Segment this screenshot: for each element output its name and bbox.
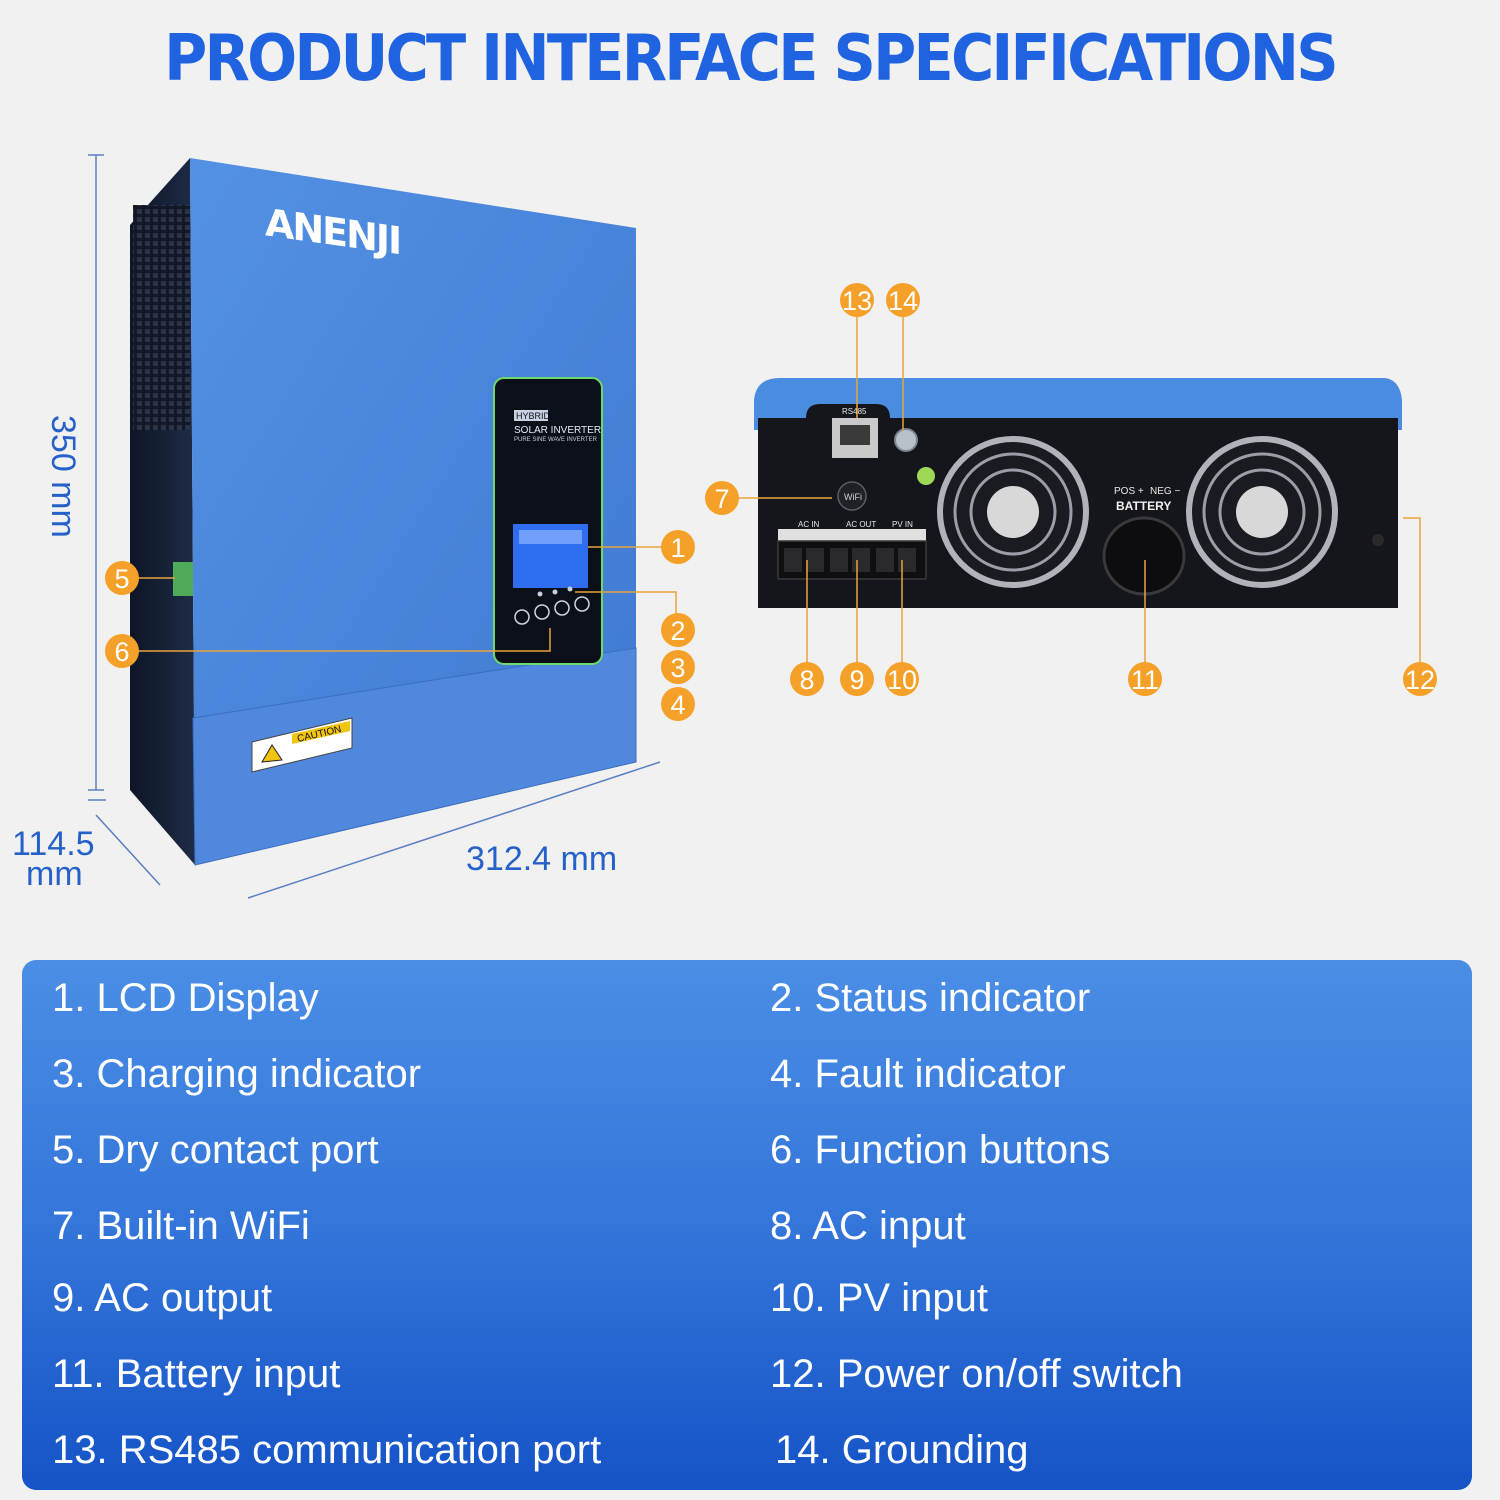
callout-badge-2: 2 [661,613,695,647]
function-button [574,596,590,612]
callout-badge-14: 14 [886,283,920,317]
pv-in-label: PV IN [892,520,913,529]
function-buttons [514,596,590,625]
legend-item-3: 3. Charging indicator [52,1052,422,1096]
legend-item-4: 4. Fault indicator [770,1052,1066,1096]
rear-inverter: RS485 WiFi AC IN AC OUT PV IN POS + [754,378,1402,608]
svg-text:11: 11 [1131,665,1159,695]
svg-text:7: 7 [714,484,729,514]
battery-neg-label: NEG − [1150,486,1180,497]
svg-text:2: 2 [670,616,685,646]
callout-badge-6: 6 [105,634,139,668]
callout-badge-9: 9 [840,662,874,696]
callout-badge-13: 13 [840,283,874,317]
callout-badge-3: 3 [661,650,695,684]
wifi-label: WiFi [844,492,862,502]
legend-item-8: 8. AC input [770,1204,966,1248]
svg-text:9: 9 [849,665,864,695]
cooling-fan-left [937,436,1089,588]
function-button [514,609,530,625]
page-title: PRODUCT INTERFACE SPECIFICATIONS [164,22,1338,96]
legend-item-10: 10. PV input [770,1276,988,1320]
panel-text-pure-sine: PURE SINE WAVE INVERTER [514,437,598,443]
front-inverter: ANENJI HYBRID SOLAR INVERTER PURE SINE W… [130,158,637,866]
svg-text:8: 8 [799,665,814,695]
legend-item-7: 7. Built-in WiFi [52,1204,310,1248]
rs485-label: RS485 [842,407,867,416]
battery-pos-label: POS + [1114,486,1144,497]
svg-text:6: 6 [114,637,129,667]
product-illustration: 350 mm 114.5 mm 312.4 mm ANENJI HYBRID S… [12,154,1437,899]
cooling-fan-right [1186,436,1338,588]
callout-badge-8: 8 [790,662,824,696]
callout-badge-10: 10 [885,662,919,696]
caution-label: CAUTION [251,717,353,773]
legend-item-1: 1. LCD Display [52,976,319,1020]
terminal-labels-strip [778,529,926,541]
svg-text:12: 12 [1405,665,1435,695]
wifi-module [837,481,867,511]
width-dimension-label: 312.4 mm [466,840,617,878]
svg-text:4: 4 [670,690,685,720]
panel-text-solar-inverter: SOLAR INVERTER [514,425,601,436]
legend-item-6: 6. Function buttons [770,1128,1111,1172]
callout-badge-11: 11 [1128,662,1162,696]
callout-badge-7: 7 [705,481,739,515]
callout-badge-4: 4 [661,687,695,721]
grounding-screw [894,428,918,452]
callout-badge-5: 5 [105,561,139,595]
rear-top-cap [754,378,1402,430]
svg-text:10: 10 [887,665,917,695]
legend-panel [22,960,1472,1490]
legend-item-13: 13. RS485 communication port [52,1428,602,1472]
led-indicators [537,586,573,597]
legend-item-11: 11. Battery input [52,1352,341,1396]
svg-text:5: 5 [114,564,129,594]
side-vent-grille [133,205,190,430]
function-button [534,604,550,620]
svg-text:1: 1 [670,533,685,563]
callout-badge-12: 12 [1403,662,1437,696]
function-button [554,600,570,616]
svg-text:3: 3 [670,653,685,683]
height-dimension-label: 350 mm [44,415,82,538]
panel-text-hybrid: HYBRID [516,411,551,421]
depth-dimension-value: 114.5 [12,825,95,863]
green-sticker [917,467,935,485]
battery-gland [1102,516,1186,596]
legend-item-14: 14. Grounding [775,1428,1029,1472]
inverter-lower-cover [192,647,637,866]
svg-text:13: 13 [842,286,872,316]
ac-out-label: AC OUT [846,520,876,529]
legend-item-5: 5. Dry contact port [52,1128,379,1172]
svg-text:14: 14 [888,286,918,316]
ac-in-label: AC IN [798,520,820,529]
dimension-lines [88,154,661,899]
dry-contact-port [173,562,193,596]
battery-label: BATTERY [1116,499,1171,513]
depth-dimension-unit: mm [26,855,83,893]
callout-badge-1: 1 [661,530,695,564]
legend-item-9: 9. AC output [52,1276,273,1320]
legend-item-12: 12. Power on/off switch [770,1352,1183,1396]
power-switch [1372,534,1384,546]
legend-item-2: 2. Status indicator [770,976,1091,1020]
